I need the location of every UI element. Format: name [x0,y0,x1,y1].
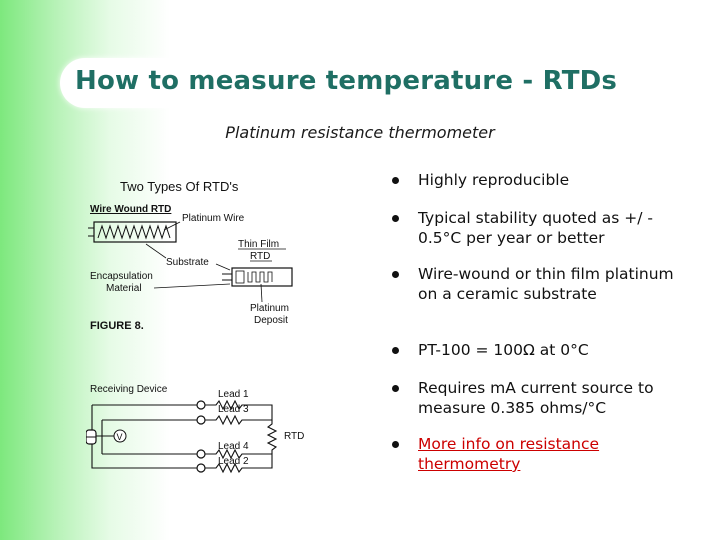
thin-film-label: Thin Film [238,239,279,250]
lead4-label: Lead 4 [218,441,249,452]
bullet-dot-icon [392,441,399,448]
wire-wound-element [88,221,181,243]
rtd-circuit-label: RTD [284,431,304,442]
bullet-dot-icon [392,385,399,392]
rtd-caption: RTD [250,251,270,262]
terminal-nodes [196,400,206,473]
lead1-label: Lead 1 [218,389,249,400]
bullet-text: PT-100 = 100Ω at 0°C [418,341,589,359]
platinum-wire-label: Platinum Wire [182,213,245,224]
encapsulation-label: Encapsulation [90,271,153,282]
resistance-thermometry-link[interactable]: More info on resistance thermometry [418,435,600,473]
slide-subtitle: Platinum resistance thermometer [225,123,495,142]
bullet-text: Highly reproducible [418,171,570,189]
platinum-label: Platinum [250,303,289,314]
figure-heading: Two Types Of RTD's [120,179,239,194]
bullet-dot-icon [392,177,399,184]
bullet-text: Typical stability quoted as +/ - 0.5°C p… [418,209,653,247]
circuit-wiring [91,399,278,474]
rtd-diagram: Two Types Of RTD's Wire Wound RTD Platin… [86,179,304,474]
thin-film-element [153,267,293,303]
current-source-symbol: V [86,429,127,445]
slide-title: How to measure temperature - RTDs [75,66,618,96]
bullet-text: Requires mA current source to measure 0.… [418,379,654,417]
deposit-label: Deposit [254,315,288,326]
wire-wound-label: Wire Wound RTD [90,204,171,215]
bullet-dot-icon [392,215,399,222]
bullet-dot-icon [392,347,399,354]
lead3-label: Lead 3 [218,404,249,415]
bullet-dot-icon [392,271,399,278]
rtd-figure: Two Types Of RTD's Wire Wound RTD Platin… [86,172,326,482]
material-label: Material [106,283,142,294]
voltmeter-symbol: V [117,432,123,442]
receiving-device-label: Receiving Device [90,384,168,395]
bullet-text: Wire-wound or thin film platinum on a ce… [418,265,674,303]
lead2-label: Lead 2 [218,456,249,467]
figure-number: FIGURE 8. [90,320,144,332]
substrate-label: Substrate [166,257,209,268]
title-backdrop [60,58,468,108]
